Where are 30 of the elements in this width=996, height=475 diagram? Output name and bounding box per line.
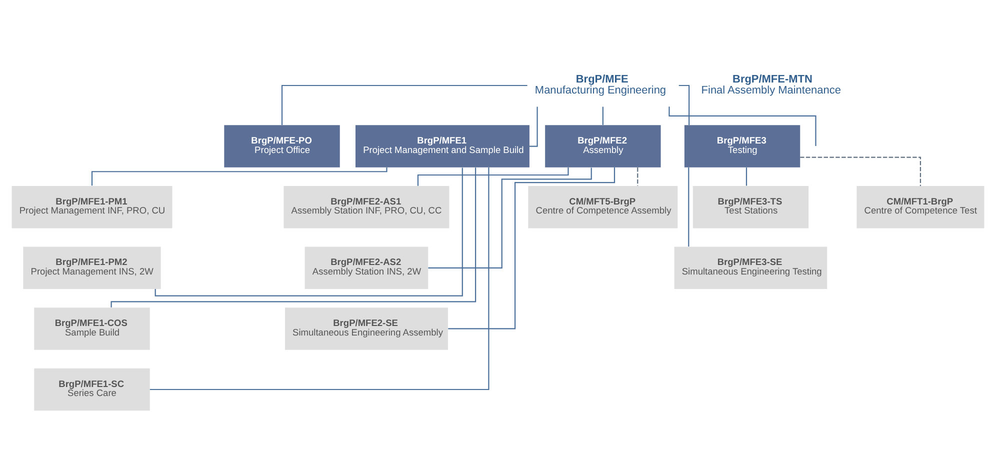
node-box: BrgP/MFE3-TS Test Stations (692, 186, 809, 228)
node-box: CM/MFT5-BrgP Centre of Competence Assembly (528, 186, 678, 228)
connector (281, 84, 528, 126)
node-box: BrgP/MFE1 Project Management and Sample Build (356, 125, 530, 168)
node-box: BrgP/MFE1-COS Sample Build (34, 308, 150, 350)
connector (428, 168, 592, 268)
node-box: BrgP/MFE3 Testing (684, 125, 800, 168)
node-box: BrgP/MFE3-SE Simultaneous Engineering Testing (674, 246, 828, 290)
connector (154, 168, 463, 296)
connector (110, 168, 476, 308)
node-text: BrgP/MFE Manufacturing Engineering (534, 73, 666, 96)
connector (150, 167, 490, 390)
connector (800, 156, 921, 186)
node-box: BrgP/MFE-PO Project Office (224, 125, 340, 168)
connector (530, 106, 538, 147)
connector (602, 106, 604, 125)
node-box: BrgP/MFE1-SC Series Care (34, 368, 150, 411)
node-box: BrgP/MFE2-SE Simultaneous Engineering Assembly (284, 308, 448, 350)
node-box: BrgP/MFE1-PM2 Project Management INS, 2W (23, 246, 161, 290)
connector (746, 168, 748, 186)
node-box: BrgP/MFE2 Assembly (545, 125, 661, 168)
node-box: BrgP/MFE2-AS1 Assembly Station INF, PRO, CU, CC (284, 186, 450, 228)
connector (688, 167, 690, 247)
node-text: BrgP/MFE-MTN Final Assembly Maintenance (701, 73, 841, 96)
connector (668, 106, 816, 146)
node-box: BrgP/MFE1-PM1 Project Management INF, PRO, CU (12, 186, 172, 228)
node-box: BrgP/MFE2-AS2 Assembly Station INS, 2W (304, 246, 428, 290)
connector (637, 168, 638, 186)
connector (448, 167, 616, 330)
node-box: CM/MFT1-BrgP Centre of Competence Test (856, 186, 984, 228)
